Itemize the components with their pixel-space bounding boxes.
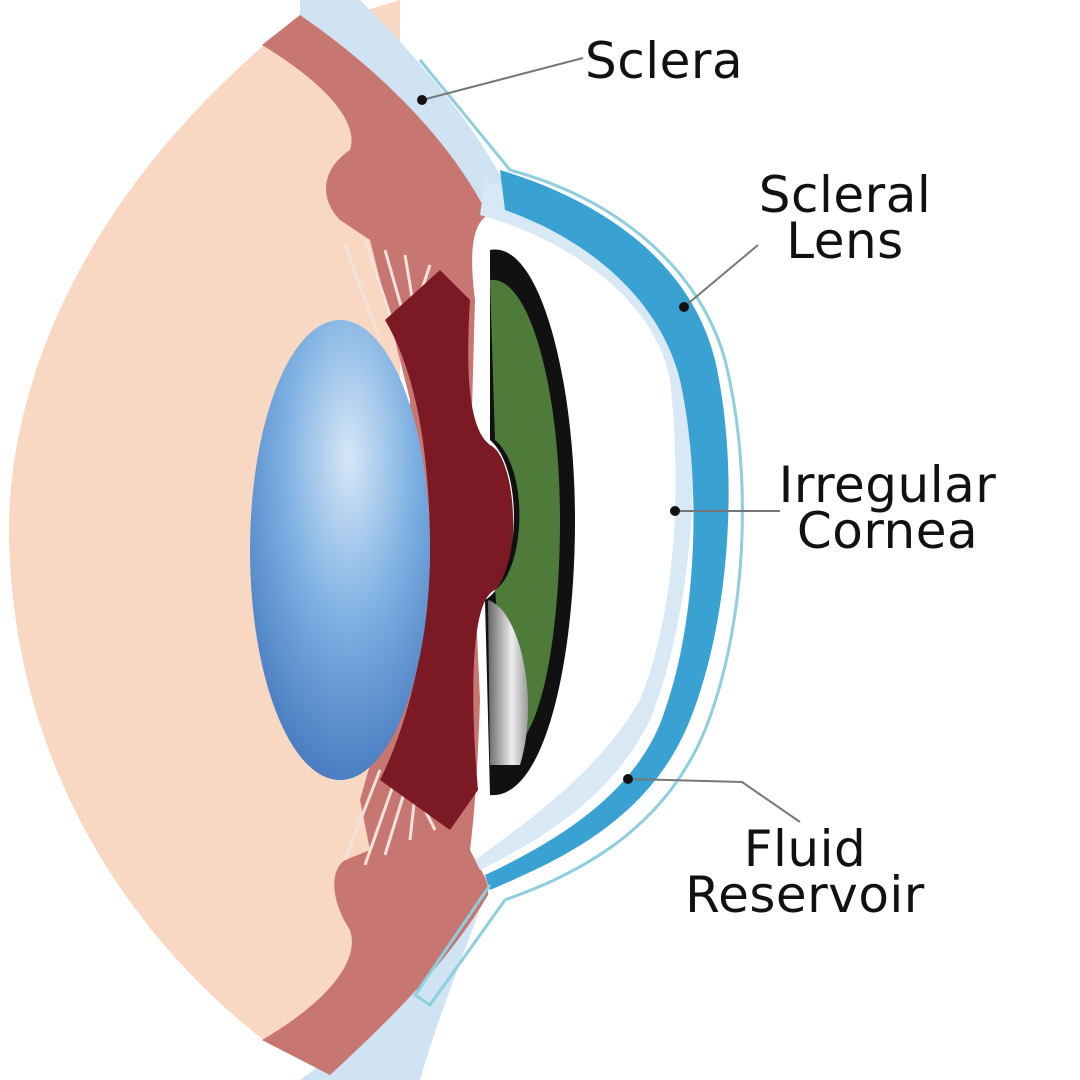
scleral-lens-shell — [485, 170, 729, 890]
label-fluid-reservoir-line2: Reservoir — [685, 866, 925, 924]
label-scleral-lens-line2: Lens — [786, 212, 904, 270]
scleral-lens-outline — [412, 59, 744, 1008]
leader-dots — [417, 95, 689, 784]
label-scleral-lens: Scleral Lens — [755, 166, 935, 270]
eyeball — [8, 0, 400, 1080]
pupil-reflection — [488, 600, 529, 765]
crystalline-lens — [250, 320, 430, 780]
label-scleral-lens-line1: Scleral — [758, 166, 932, 224]
leader-lines — [421, 57, 801, 823]
label-irregular-cornea: Irregular Cornea — [775, 456, 1000, 560]
label-irregular-cornea-line2: Cornea — [796, 502, 979, 560]
ciliary-body — [380, 270, 514, 830]
label-irregular-cornea-line1: Irregular — [778, 456, 997, 514]
label-fluid-reservoir-line1: Fluid — [743, 820, 867, 878]
label-fluid-reservoir: Fluid Reservoir — [680, 820, 930, 924]
label-sclera: Sclera — [585, 32, 744, 90]
